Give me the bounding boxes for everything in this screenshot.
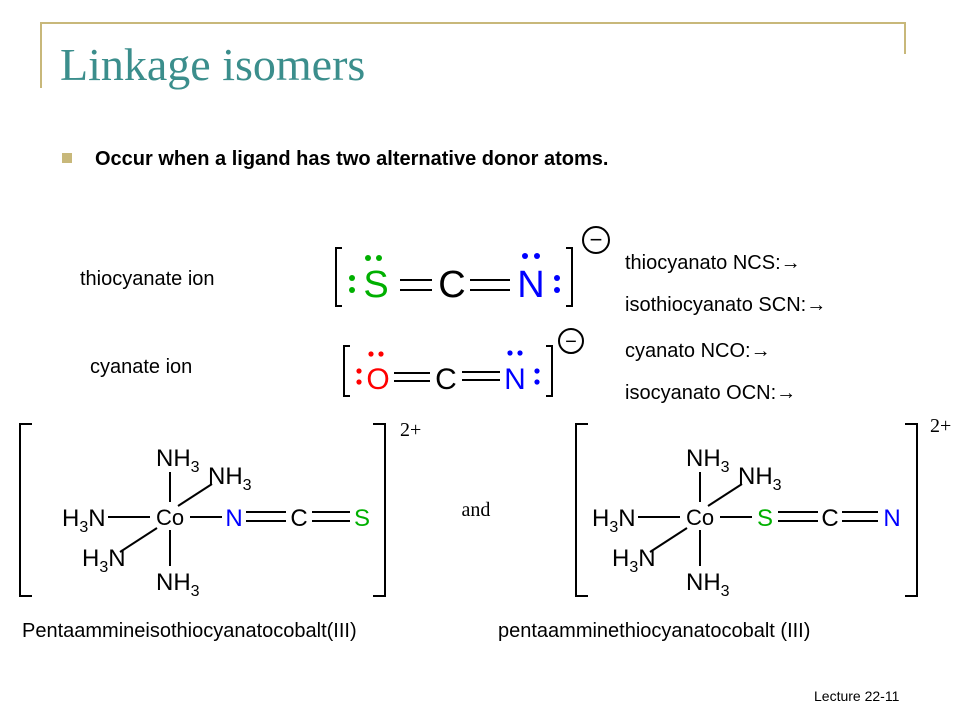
cyanato-mode: cyanato NCO:→ [625, 340, 771, 362]
connector-and: and [462, 499, 491, 521]
left-ligand-top: NH3 [156, 445, 200, 476]
thiocyanate-charge-circle [582, 226, 610, 254]
right-complex-name: pentaamminethiocyanatocobalt (III) [498, 620, 811, 642]
bullet-square-icon [62, 153, 72, 163]
right-center-co: Co [686, 505, 714, 530]
right-ligand-upper-right: NH3 [738, 463, 782, 494]
cyanate-atom-n: N [504, 363, 526, 396]
right-chain-s: S [757, 505, 773, 532]
right-ligand-lower-left: H3N [612, 545, 656, 576]
left-ligand-upper-right: NH3 [208, 463, 252, 494]
left-ligand-lower-left: H3N [82, 545, 126, 576]
thiocyanate-charge: − [590, 227, 603, 252]
cyanate-label: cyanate ion [90, 356, 193, 378]
left-ligand-left: H3N [62, 505, 106, 536]
frame-top-line [40, 22, 906, 24]
left-complex-bracket-l [19, 423, 32, 597]
left-complex-charge: 2+ [400, 419, 421, 441]
cyanate-atom-c: C [435, 363, 457, 396]
cyanate-charge-circle [558, 328, 584, 354]
cyanate-atom-o: O [366, 363, 389, 396]
footer-lecture-number: Lecture 22-11 [814, 688, 900, 704]
left-complex-name: Pentaammineisothiocyanatocobalt(III) [22, 620, 357, 642]
thiocyanate-atom-c: C [438, 264, 465, 306]
left-chain-c: C [290, 505, 307, 532]
frame-right-line [904, 22, 906, 54]
thiocyanate-atom-s: S [363, 264, 388, 306]
isothiocyanato-mode: isothiocyanato SCN:→ [625, 294, 827, 316]
right-complex-charge: 2+ [930, 415, 951, 437]
right-ligand-bottom: NH3 [686, 569, 730, 600]
cyanate-charge: − [565, 331, 577, 353]
right-complex-bracket-r [905, 423, 918, 597]
right-ligand-left: H3N [592, 505, 636, 536]
left-ligand-bottom: NH3 [156, 569, 200, 600]
thiocyanate-label: thiocyanate ion [80, 268, 215, 290]
left-complex-bracket-r [373, 423, 386, 597]
frame-left-line [40, 22, 42, 88]
cyanate-right-bracket [546, 345, 553, 397]
right-chain-n: N [883, 505, 900, 532]
thiocyanate-left-bracket [335, 247, 342, 307]
thiocyanato-mode: thiocyanato NCS:→ [625, 252, 801, 274]
thiocyanate-atom-n: N [517, 264, 544, 306]
isocyanato-mode: isocyanato OCN:→ [625, 382, 797, 404]
right-complex-bracket-l [575, 423, 588, 597]
cyanate-left-bracket [343, 345, 350, 397]
right-chain-c: C [821, 505, 838, 532]
left-center-co: Co [156, 505, 184, 530]
thiocyanate-right-bracket [566, 247, 573, 307]
left-chain-n: N [225, 505, 242, 532]
slide-title: Linkage isomers [60, 39, 366, 90]
bullet-text: Occur when a ligand has two alternative … [95, 148, 609, 170]
left-chain-s: S [354, 505, 370, 532]
right-ligand-top: NH3 [686, 445, 730, 476]
